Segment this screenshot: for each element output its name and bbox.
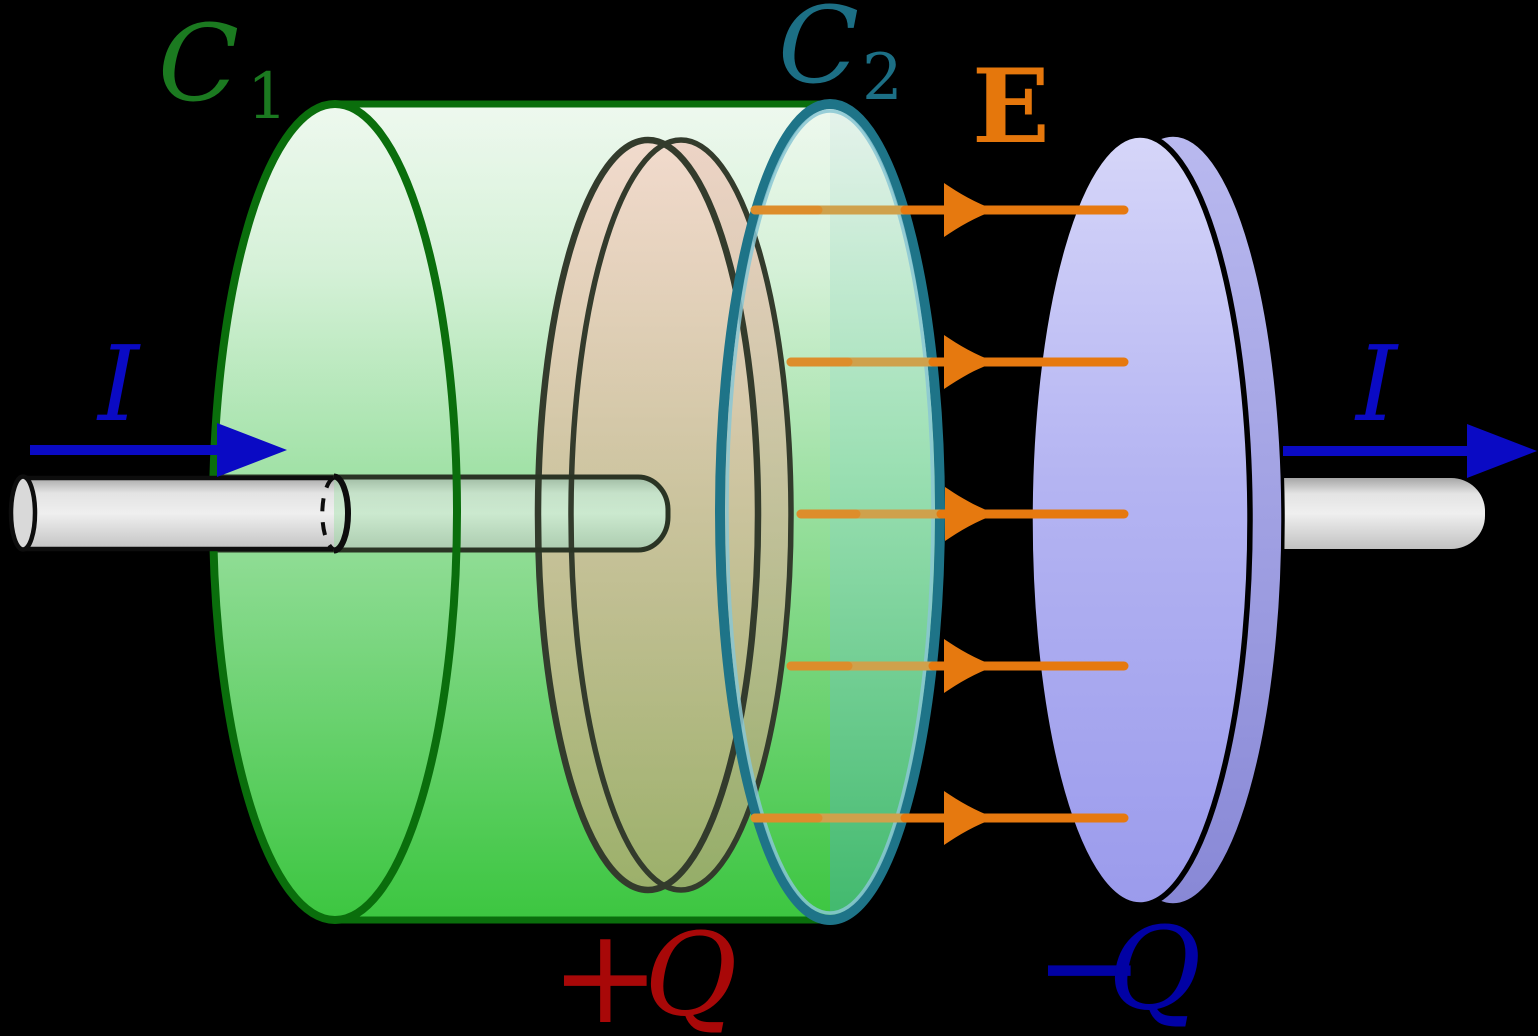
negative-plate [1027,132,1285,908]
current-arrowhead-left [217,423,287,477]
current-arrow-right [1283,424,1537,478]
wire-inside-outline [213,474,671,553]
current-arrow-left [30,423,287,477]
label-positive-charge-sign: + [550,900,661,1036]
wire-pierce-front-arc [333,473,351,554]
negative-plate-front-face [1027,132,1253,908]
positive-plate-front-outline [534,136,762,894]
label-surface1-sub: 1 [247,60,288,134]
interior-outlines [213,136,794,894]
label-negative-charge-sign: − [1034,890,1145,1036]
field-lines-inside-surface [750,205,951,823]
label-surface2-main: C [778,0,859,107]
label-current-left: I [96,323,141,445]
wire-right [1245,478,1485,549]
wire-pierce-hidden-arc [320,475,336,552]
positive-plate-back-outline [568,137,794,893]
label-electric-field: E [972,47,1050,167]
current-arrowhead-right [1467,424,1537,478]
label-negative-charge-letter: Q [1108,902,1201,1035]
wire-left-end-cap [8,474,38,552]
label-current-right: I [1354,323,1399,445]
label-positive-charge-letter: Q [644,908,737,1036]
wire-left [8,473,351,554]
label-surface2-sub: 2 [862,41,903,115]
label-surface1-main: C [158,2,239,125]
field-lines-outside [900,183,1129,845]
